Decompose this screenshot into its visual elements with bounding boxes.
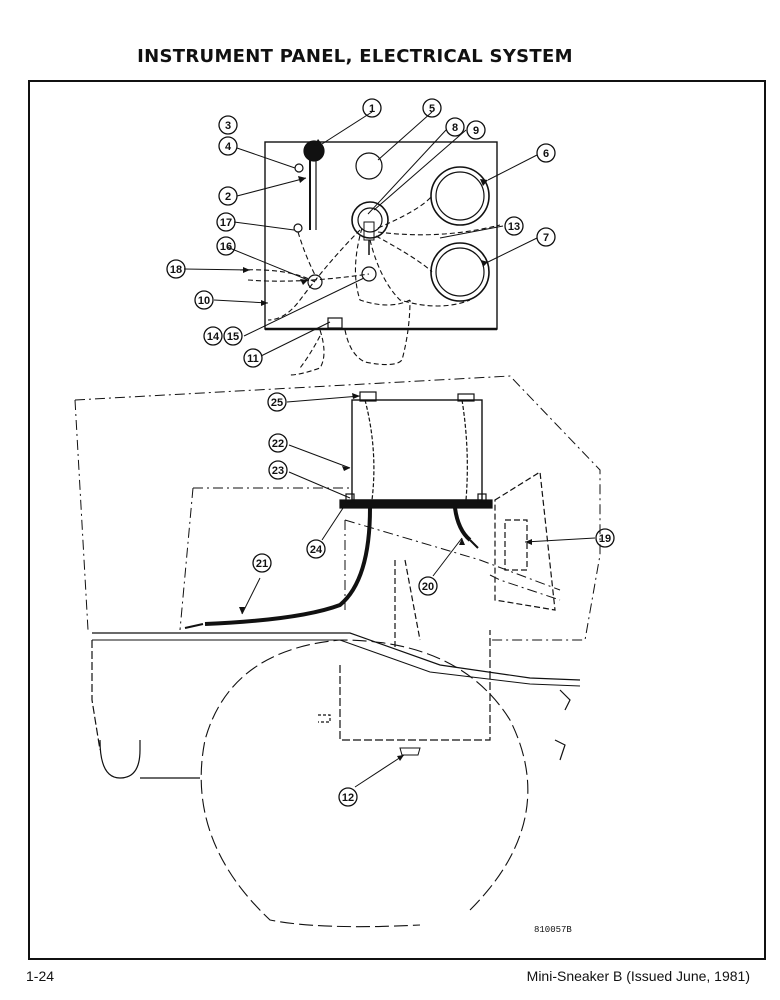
callout-15-label: 15	[227, 331, 239, 343]
callout-19: 19	[595, 528, 615, 548]
callout-4: 4	[218, 136, 238, 156]
page-number: 1-24	[26, 968, 55, 984]
callout-13-label: 13	[508, 221, 520, 233]
callout-19-label: 19	[599, 533, 611, 545]
callout-7: 7	[536, 227, 556, 247]
callout-17-label: 17	[220, 217, 232, 229]
callout-6-label: 6	[543, 148, 549, 160]
wheel-outline	[200, 639, 529, 928]
callout-1-label: 1	[369, 103, 375, 115]
instrument-panel	[264, 140, 498, 331]
callout-10-label: 10	[198, 295, 210, 307]
callout-6: 6	[536, 143, 556, 163]
battery-cable-negative	[204, 507, 372, 626]
callout-10: 10	[194, 290, 214, 310]
callout-25-label: 25	[271, 397, 283, 409]
voltage-regulator	[494, 470, 556, 611]
callout-18-label: 18	[170, 264, 182, 276]
callout-2: 2	[218, 186, 238, 206]
callout-4-label: 4	[225, 141, 232, 153]
chassis	[91, 559, 581, 779]
callout-21: 21	[252, 553, 272, 573]
battery	[339, 391, 493, 509]
callout-1: 1	[362, 98, 382, 118]
page-title: INSTRUMENT PANEL, ELECTRICAL SYSTEM	[137, 46, 573, 67]
drawing-number: 810057B	[534, 925, 572, 935]
callout-20: 20	[418, 576, 438, 596]
callout-8: 8	[445, 117, 465, 137]
leader-lines	[183, 111, 596, 788]
callout-14-label: 14	[207, 331, 220, 343]
callout-2-label: 2	[225, 191, 231, 203]
callout-12: 12	[338, 787, 358, 807]
callout-11: 11	[243, 348, 263, 368]
callout-18: 18	[166, 259, 186, 279]
callout-24: 24	[306, 539, 326, 559]
callout-11-label: 11	[247, 353, 259, 365]
callout-15: 15	[223, 326, 243, 346]
callout-25: 25	[267, 392, 287, 412]
callout-21-label: 21	[256, 558, 268, 570]
callout-13: 13	[504, 216, 524, 236]
callout-5: 5	[422, 98, 442, 118]
callout-5-label: 5	[429, 103, 435, 115]
hood-outline	[74, 375, 601, 641]
diagram-frame	[28, 80, 766, 960]
callout-8-label: 8	[452, 122, 458, 134]
callout-23-label: 23	[272, 465, 284, 477]
footer-caption: Mini-Sneaker B (Issued June, 1981)	[526, 968, 750, 984]
callout-9: 9	[466, 120, 486, 140]
wiring-harness	[239, 195, 501, 376]
callout-24-label: 24	[310, 544, 323, 556]
callout-9-label: 9	[473, 125, 479, 137]
callout-3-label: 3	[225, 120, 231, 132]
callout-22: 22	[268, 433, 288, 453]
callout-12-label: 12	[342, 792, 354, 804]
callout-16: 16	[216, 236, 236, 256]
battery-cable-positive	[453, 507, 472, 542]
callout-23: 23	[268, 460, 288, 480]
callout-14: 14	[203, 326, 223, 346]
callout-7-label: 7	[543, 232, 549, 244]
callout-17: 17	[216, 212, 236, 232]
callout-16-label: 16	[220, 241, 232, 253]
callout-22-label: 22	[272, 438, 284, 450]
callout-3: 3	[218, 115, 238, 135]
callout-20-label: 20	[422, 581, 434, 593]
